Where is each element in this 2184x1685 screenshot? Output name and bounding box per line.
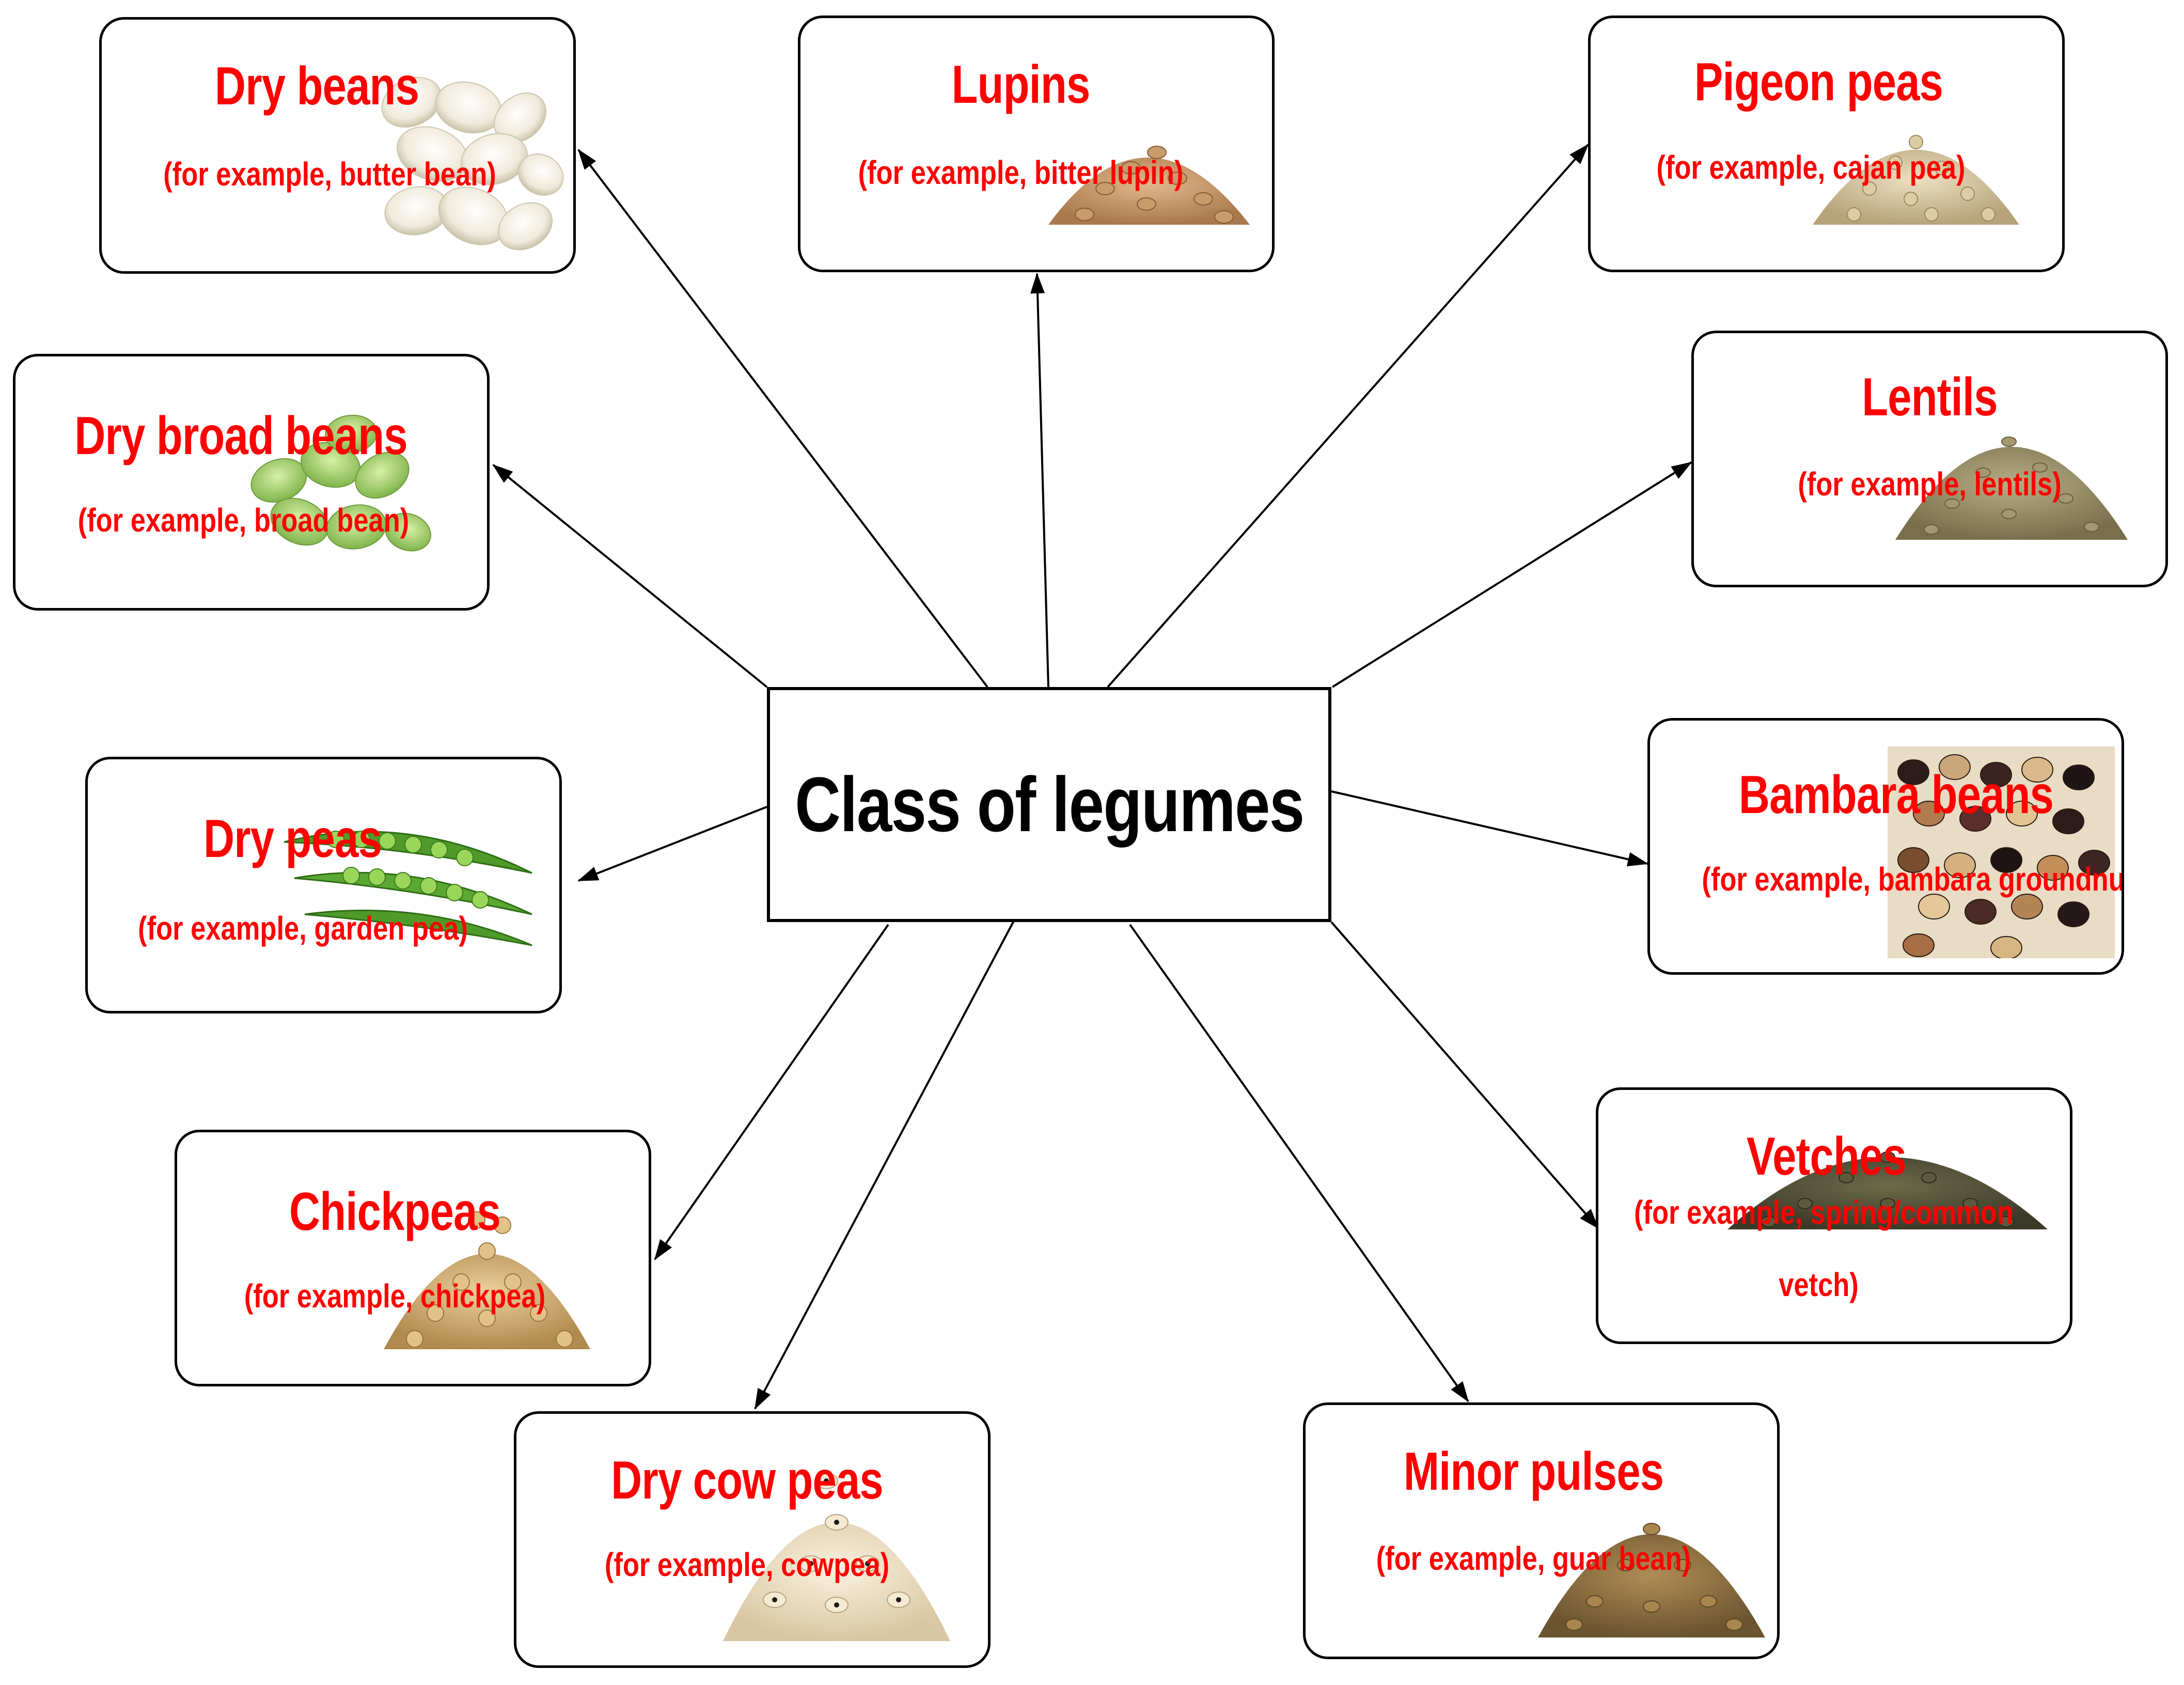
node-title: Dry beans	[214, 56, 419, 116]
chickpea-pile-image	[384, 1211, 590, 1349]
tan-seed-pile-image	[1048, 146, 1250, 225]
pea-pods-image	[284, 831, 532, 946]
center-node: Class of legumes	[767, 687, 1331, 922]
node-example: (for example, bitter lupin)	[858, 154, 1184, 191]
node-vetches: Vetches (for example, spring/common vetc…	[1596, 1087, 2072, 1344]
node-title: Dry cow peas	[611, 1450, 884, 1510]
beige-seed-pile-image	[1813, 135, 2019, 225]
white-beans-image	[381, 76, 564, 251]
arrow-to-dry-cow-peas	[754, 920, 1015, 1410]
node-dry-broad-beans: Dry broad beans (for example, broad bean…	[13, 354, 490, 611]
node-lupins: Lupins (for example, bitter lupin)	[798, 15, 1275, 272]
arrow-to-vetches	[1330, 921, 1599, 1229]
node-minor-pulses: Minor pulses (for example, guar bean)	[1303, 1402, 1780, 1659]
node-lentils: Lentils (for example, lentils)	[1691, 331, 2168, 587]
lentil-pile-image	[1895, 436, 2128, 540]
node-title: Lentils	[1862, 367, 1998, 427]
node-example: (for example, garden pea)	[138, 910, 468, 947]
brown-seed-pile-image	[1538, 1523, 1765, 1637]
node-example: (for example, cajan pea)	[1656, 149, 1966, 186]
arrow-to-dry-broad-beans	[492, 464, 768, 688]
node-example: (for example, butter bean)	[163, 155, 496, 193]
node-title: Dry peas	[203, 809, 382, 869]
node-title: Pigeon peas	[1694, 52, 1943, 112]
mixed-dark-beans-image	[1888, 746, 2115, 958]
arrow-to-lupins	[1030, 273, 1049, 688]
node-title: Lupins	[951, 55, 1091, 115]
arrow-to-minor-pulses	[1129, 924, 1469, 1402]
node-title: Vetches	[1747, 1127, 1907, 1187]
arrow-to-dry-peas	[577, 806, 767, 882]
node-example: (for example, spring/common	[1634, 1194, 2014, 1231]
node-title: Bambara beans	[1738, 765, 2054, 825]
node-dry-beans: Dry beans (for example, butter bean)	[99, 17, 576, 274]
node-title: Minor pulses	[1403, 1442, 1664, 1502]
node-example: (for example, guar bean)	[1376, 1540, 1691, 1577]
node-example: (for example, lentils)	[1798, 465, 2062, 503]
node-title: Dry broad beans	[74, 406, 407, 466]
connectors	[492, 144, 1692, 1410]
node-example-line2: vetch)	[1779, 1266, 1859, 1303]
arrow-to-chickpeas	[654, 924, 889, 1260]
arrow-to-bambara-beans	[1331, 790, 1648, 867]
node-chickpeas: Chickpeas (for example, chickpea)	[175, 1130, 651, 1386]
node-bambara-beans: Bambara beans (for example, bambara grou…	[1647, 718, 2124, 975]
cowpea-pile-image	[723, 1473, 950, 1641]
node-title: Chickpeas	[289, 1182, 501, 1242]
node-example: (for example, chickpea)	[244, 1277, 546, 1315]
arrow-to-dry-beans	[577, 149, 988, 688]
node-dry-cow-peas: Dry cow peas (for example, cowpea)	[514, 1411, 991, 1668]
node-example: (for example, bambara groundnut)	[1702, 861, 2124, 898]
dark-seed-pile-image	[1727, 1151, 2048, 1229]
node-dry-peas: Dry peas (for example, garden pea)	[85, 757, 562, 1013]
arrow-to-lentils	[1331, 461, 1692, 688]
node-example: (for example, broad bean)	[77, 502, 410, 539]
node-pigeon-peas: Pigeon peas (for example, cajan pea)	[1588, 15, 2065, 272]
center-title: Class of legumes	[794, 761, 1305, 848]
green-broad-beans-image	[250, 414, 431, 552]
node-example: (for example, cowpea)	[604, 1546, 890, 1583]
arrow-to-pigeon-peas	[1107, 144, 1589, 688]
